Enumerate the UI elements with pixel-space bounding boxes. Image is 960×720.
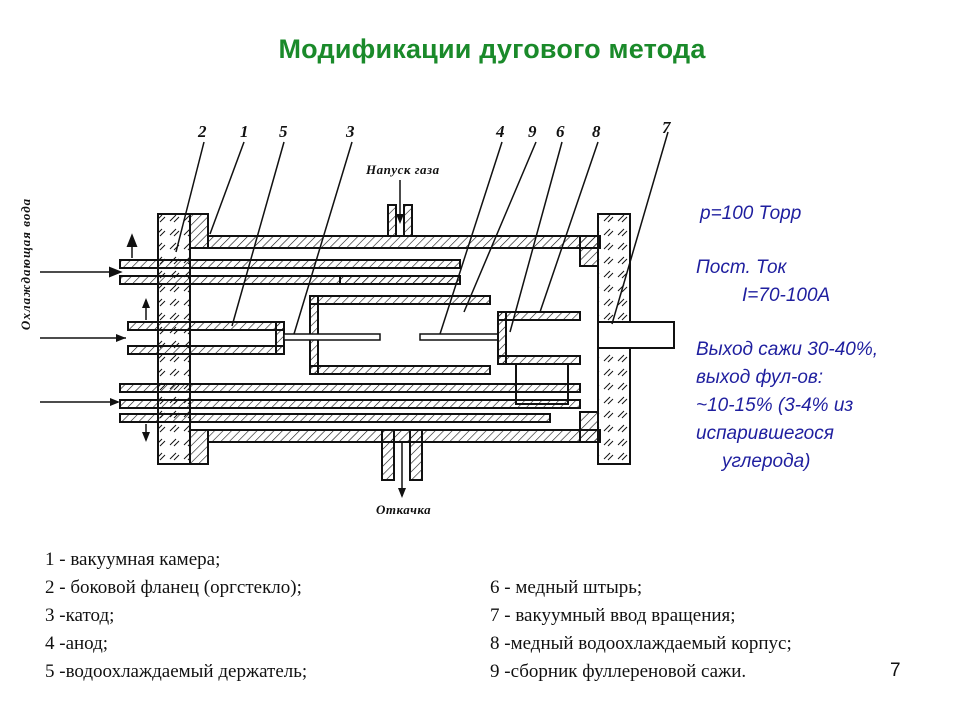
arc-apparatus-diagram <box>40 131 675 498</box>
cathode-holder <box>127 321 285 355</box>
legend-item: 5 -водоохлаждаемый держатель; <box>45 661 308 682</box>
legend-item: 7 - вакуумный ввод вращения; <box>490 605 736 626</box>
legend-item: 8 -медный водоохлаждаемый корпус; <box>490 633 792 654</box>
part-number-3: 3 <box>346 122 355 141</box>
legend-item: 1 - вакуумная камера; <box>45 549 221 570</box>
current-value-text: I=70-100A <box>742 285 831 306</box>
current-type-text: Пост. Ток <box>696 257 787 278</box>
vacuum-chamber <box>189 213 601 465</box>
legend-item: 3 -катод; <box>45 605 115 626</box>
legend-right: 6 - медный штырь; 7 - вакуумный ввод вра… <box>490 574 792 686</box>
legend-item: 9 -сборник фуллереновой сажи. <box>490 661 747 682</box>
legend-item: 6 - медный штырь; <box>490 577 643 598</box>
yield-line-1: Выход сажи 30-40%, <box>696 339 879 360</box>
side-flange <box>157 213 191 465</box>
gas-inlet <box>387 204 413 237</box>
pumping-label: Откачка <box>376 502 432 517</box>
yield-line-4: испарившегося <box>696 423 834 444</box>
gas-inlet-label: Напуск газа <box>366 162 440 177</box>
rotation-shaft <box>597 321 675 349</box>
part-number-7: 7 <box>662 118 671 137</box>
part-number-8: 8 <box>592 122 601 141</box>
part-number-6: 6 <box>556 122 565 141</box>
process-parameters: p=100 Торр Пост. Ток I=70-100A Выход саж… <box>696 200 956 476</box>
anode <box>419 333 499 341</box>
cathode <box>283 333 381 341</box>
part-number-5: 5 <box>279 122 288 141</box>
part-number-1: 1 <box>240 122 249 141</box>
yield-line-3: ~10-15% (3-4% из <box>696 395 854 416</box>
page-number: 7 <box>890 660 901 681</box>
pumping-port <box>381 429 423 481</box>
part-number-2: 2 <box>198 122 207 141</box>
leader-lines <box>175 131 669 335</box>
legend-left: 1 - вакуумная камера; 2 - боковой фланец… <box>45 546 307 686</box>
part-number-4: 4 <box>496 122 505 141</box>
slide-title: Модификации дугового метода <box>278 34 706 64</box>
soot-collector <box>309 275 491 375</box>
legend-item: 2 - боковой фланец (оргстекло); <box>45 577 302 598</box>
legend-item: 4 -анод; <box>45 633 109 654</box>
yield-line-2: выход фул-ов: <box>696 367 824 388</box>
lower-water-pipe <box>119 383 581 423</box>
part-number-9: 9 <box>528 122 537 141</box>
cooling-water-label: Охлаждающая вода <box>18 197 33 331</box>
yield-line-5: углерода) <box>722 451 811 472</box>
pressure-text: p=100 Торр <box>700 203 802 224</box>
